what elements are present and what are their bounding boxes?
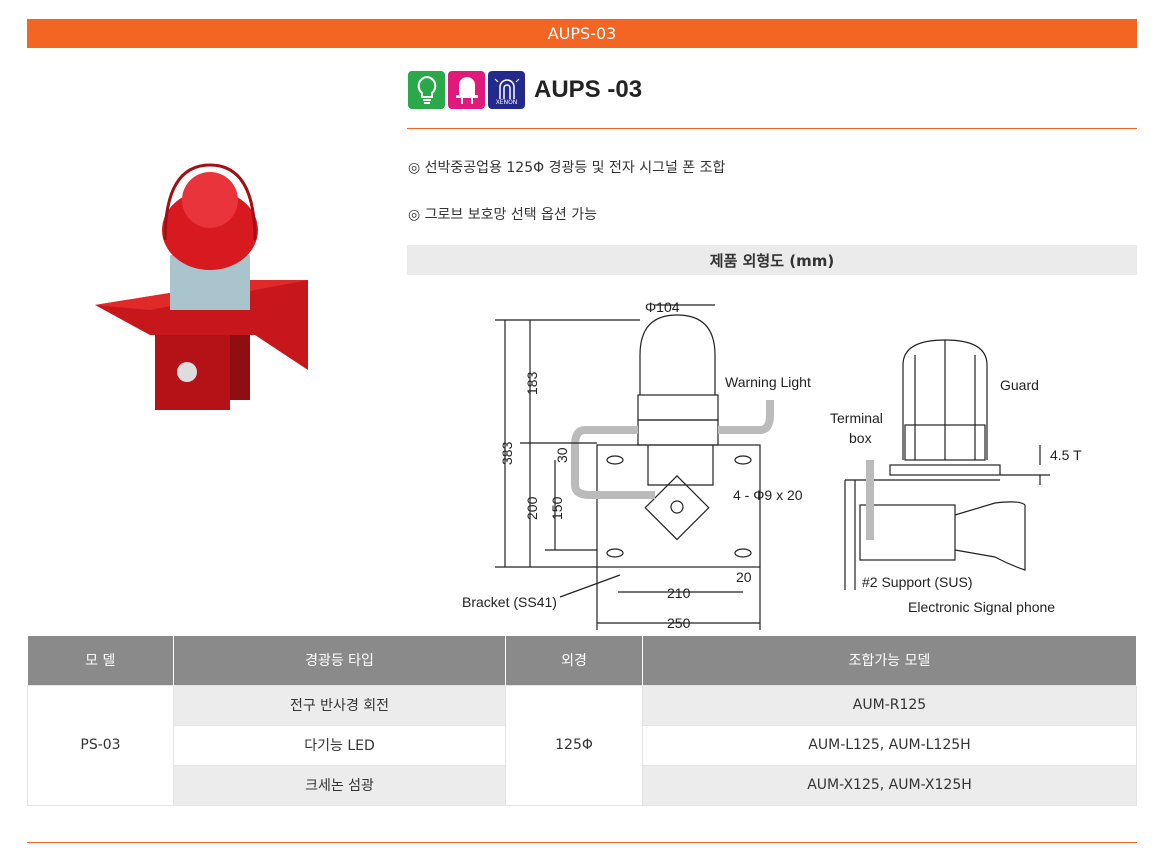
label-box: box	[849, 430, 872, 446]
label-bracket: Bracket (SS41)	[462, 594, 557, 610]
dim-30: 30	[554, 447, 570, 463]
dimension-diagram: Φ104 Warning Light 183 383 30 200 150 4 …	[462, 299, 1082, 631]
label-warning-light: Warning Light	[725, 374, 811, 390]
feature-1: ◎ 선박중공업용 125Φ 경광등 및 전자 시그널 폰 조합	[408, 160, 726, 176]
xenon-label: XENON	[495, 99, 518, 106]
label-signal-phone: Electronic Signal phone	[908, 599, 1055, 615]
bottom-divider	[27, 842, 1137, 843]
table-row: 다기능 LED AUM-L125, AUM-L125H	[28, 724, 1137, 766]
cell-models: AUM-L125, AUM-L125H	[642, 724, 1137, 766]
label-terminal: Terminal	[830, 410, 883, 426]
feature-2: ◎ 그로브 보호망 선택 옵션 가능	[408, 207, 598, 223]
dim-183: 183	[524, 371, 540, 395]
dim-thickness: 4.5 T	[1050, 447, 1082, 463]
product-title: XENON AUPS -03	[408, 71, 642, 109]
model-table: 모 델 경광등 타입 외경 조합가능 모델 PS-03 전구 반사경 회전 12…	[27, 636, 1137, 806]
dim-200: 200	[524, 496, 540, 520]
xenon-icon: XENON	[488, 71, 525, 109]
dim-d104: Φ104	[645, 299, 680, 315]
divider	[407, 128, 1137, 129]
th-compatible: 조합가능 모델	[642, 636, 1137, 685]
cell-type: 크세논 섬광	[173, 764, 506, 806]
cell-models: AUM-X125, AUM-X125H	[642, 764, 1137, 806]
cell-model: PS-03	[27, 684, 174, 806]
dim-150: 150	[549, 496, 565, 520]
product-photo	[95, 163, 308, 410]
cell-diameter: 125Φ	[505, 684, 643, 806]
cell-type: 전구 반사경 회전	[173, 684, 506, 726]
dim-210: 210	[667, 585, 691, 601]
dim-holes: 4 - Φ9 x 20	[733, 487, 803, 503]
label-support: #2 Support (SUS)	[862, 574, 973, 590]
dim-20: 20	[736, 569, 752, 585]
bulb-icon	[408, 71, 445, 109]
dim-383: 383	[499, 441, 515, 465]
page-header-bar: AUPS-03	[27, 19, 1137, 48]
dim-250: 250	[667, 615, 691, 631]
led-icon	[448, 71, 485, 109]
th-light-type: 경광등 타입	[173, 636, 506, 685]
dimension-title: 제품 외형도 (mm)	[407, 245, 1137, 275]
cell-type: 다기능 LED	[173, 724, 506, 766]
table-row: 크세논 섬광 AUM-X125, AUM-X125H	[28, 764, 1137, 806]
label-guard: Guard	[1000, 377, 1039, 393]
table-header: 모 델 경광등 타입 외경 조합가능 모델	[27, 636, 1137, 685]
cell-models: AUM-R125	[642, 684, 1137, 726]
th-model: 모 델	[27, 636, 174, 685]
table-row: PS-03 전구 반사경 회전 125Φ AUM-R125	[27, 684, 1137, 806]
product-name: AUPS -03	[534, 76, 643, 103]
th-diameter: 외경	[505, 636, 643, 685]
